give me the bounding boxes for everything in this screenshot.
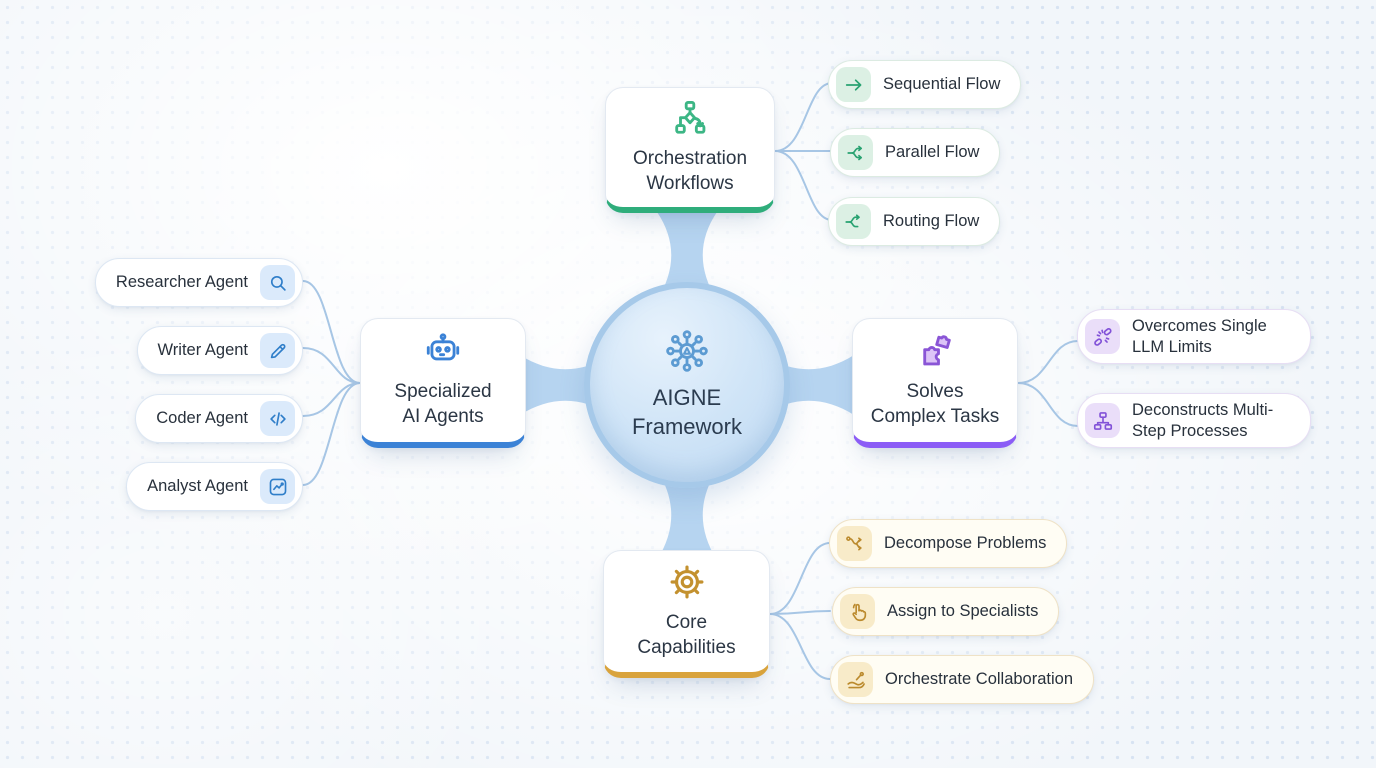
leaf-label: Sequential Flow [883,75,1001,94]
leaf-sequential-flow[interactable]: Sequential Flow [828,60,1022,109]
link-routing [774,150,833,221]
leaf-decompose-problems[interactable]: Decompose Problems [829,519,1068,568]
leaf-label: Parallel Flow [885,143,980,162]
chart-line-icon [260,469,295,504]
link-overcomes [1017,340,1079,384]
branch-solves-complex-tasks[interactable]: Solves Complex Tasks [852,318,1018,448]
leaf-writer-agent[interactable]: Writer Agent [136,326,303,375]
network-hub-icon [664,328,710,374]
robot-icon [424,332,462,370]
leaf-label: Coder Agent [156,409,248,428]
link-orchestrate [769,613,831,680]
pencil-icon [260,333,295,368]
code-icon [260,401,295,436]
leaf-assign-to-specialists[interactable]: Assign to Specialists [832,587,1060,636]
parallel-split-icon [838,135,873,170]
link-coder [302,382,361,417]
leaf-deconstructs-multi-step-processes[interactable]: Deconstructs Multi-Step Processes [1077,393,1311,449]
magnifier-icon [260,265,295,300]
leaf-label: Orchestrate Collaboration [885,670,1074,689]
link-analyst [302,382,361,486]
leaf-label: Deconstructs Multi-Step Processes [1132,401,1274,440]
link-researcher [302,280,361,384]
routing-split-icon [836,204,871,239]
gear-icon [668,563,706,601]
branch-orchestration-workflows[interactable]: Orchestration Workflows [605,87,775,213]
link-sequential [774,82,833,152]
leaf-label: Assign to Specialists [887,602,1039,621]
branch-title: Specialized AI Agents [394,380,492,427]
leaf-parallel-flow[interactable]: Parallel Flow [830,128,1001,177]
leaf-label: Writer Agent [157,341,248,360]
hand-pointer-icon [840,594,875,629]
leaf-label: Analyst Agent [147,477,248,496]
branch-title: Orchestration Workflows [632,147,748,194]
hierarchy-icon [1085,403,1120,439]
leaf-coder-agent[interactable]: Coder Agent [135,394,303,443]
leaf-orchestrate-collaboration[interactable]: Orchestrate Collaboration [830,655,1095,704]
leaf-routing-flow[interactable]: Routing Flow [828,197,1001,246]
center-node-aigne-framework[interactable]: AIGNE Framework [584,282,790,488]
broken-link-icon [1085,319,1120,355]
link-decompose [769,542,831,615]
branch-specialized-ai-agents[interactable]: Specialized AI Agents [360,318,526,448]
center-label: AIGNE Framework [631,385,742,439]
branch-core-capabilities[interactable]: Core Capabilities [603,550,770,678]
leaf-overcomes-single-llm-limits[interactable]: Overcomes Single LLM Limits [1077,309,1311,365]
leaf-label: Decompose Problems [884,534,1047,553]
leaf-researcher-agent[interactable]: Researcher Agent [94,258,303,307]
workflow-icon [671,99,709,137]
leaf-label: Researcher Agent [115,273,248,292]
leaf-analyst-agent[interactable]: Analyst Agent [126,462,303,511]
leaf-label: Overcomes Single LLM Limits [1132,317,1267,356]
arrow-right-icon [836,67,871,102]
branch-path-icon [837,526,872,561]
link-writer [302,347,361,384]
hand-baton-icon [838,662,873,697]
branch-title: Core Capabilities [637,611,736,658]
branch-title: Solves Complex Tasks [870,380,1000,427]
link-deconstructs [1017,382,1079,427]
puzzle-icon [916,332,954,370]
leaf-label: Routing Flow [883,212,980,231]
